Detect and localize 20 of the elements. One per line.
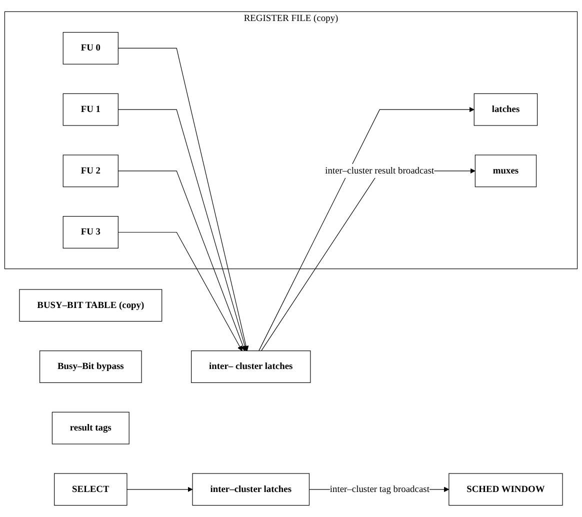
edge-label: inter–cluster tag broadcast <box>330 484 430 494</box>
node-box: FU 0 <box>62 32 118 64</box>
node-box: BUSY–BIT TABLE (copy) <box>19 289 162 322</box>
node-box: inter– cluster latches <box>191 350 311 383</box>
node-box: FU 2 <box>62 154 118 188</box>
node-box: Busy–Bit bypass <box>39 350 142 383</box>
edge-label: inter–cluster result broadcast <box>325 166 434 176</box>
arrow <box>118 232 242 352</box>
node-box: inter–cluster latches <box>192 473 310 506</box>
arrow <box>118 109 248 352</box>
node-box: FU 3 <box>62 216 118 248</box>
arrow <box>118 48 249 352</box>
node-box: SCHED WINDOW <box>448 473 563 506</box>
node-box: SELECT <box>54 473 128 506</box>
node-box: latches <box>474 93 538 126</box>
node-box: FU 1 <box>62 93 118 126</box>
arrow <box>118 170 246 352</box>
node-box: result tags <box>52 412 130 444</box>
node-box: muxes <box>474 154 537 188</box>
arrow <box>126 486 193 492</box>
